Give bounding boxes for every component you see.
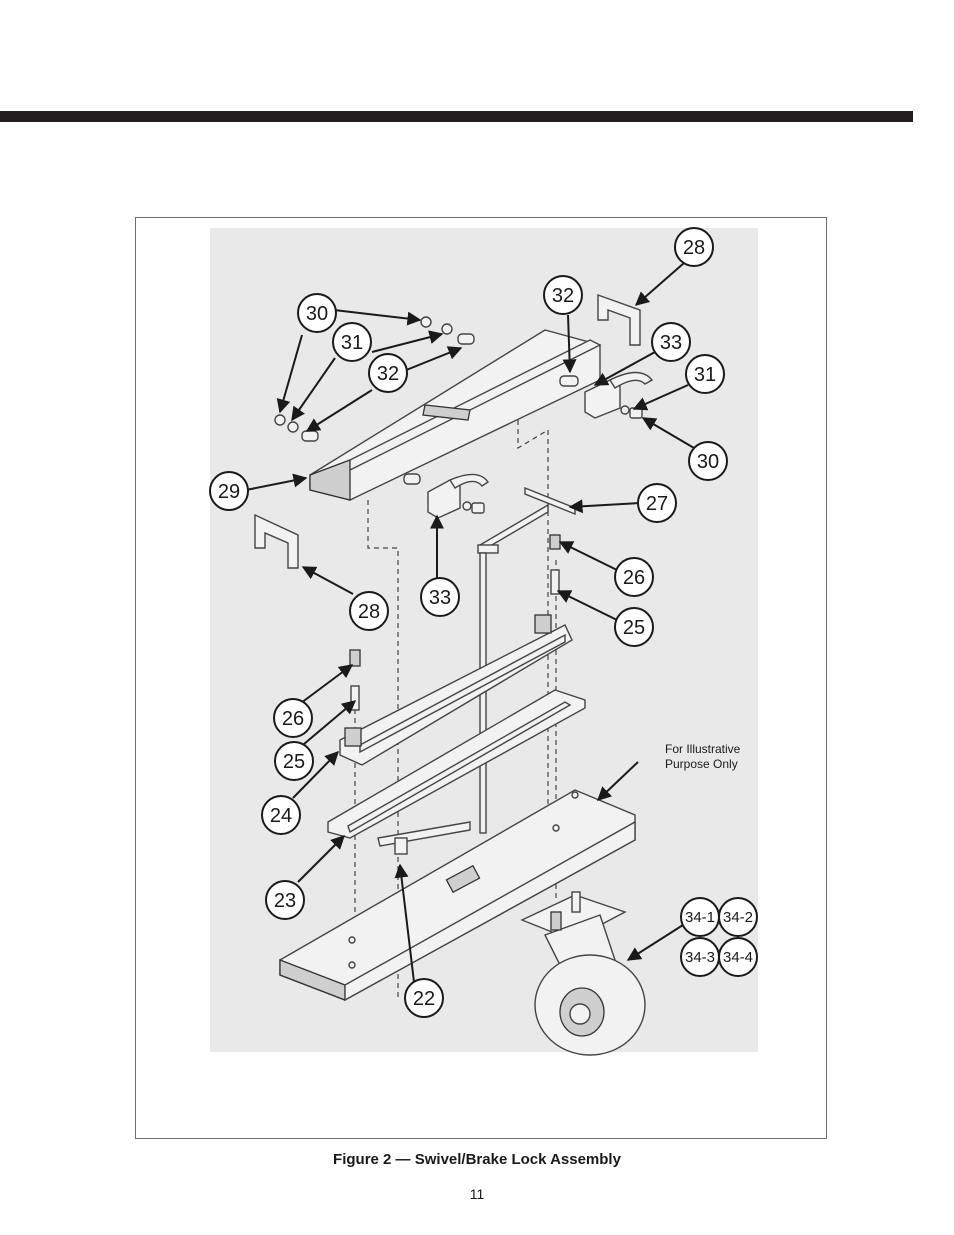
callout-33-left: 33 [420, 577, 460, 617]
callout-34-4: 34-4 [718, 937, 758, 977]
svg-text:30: 30 [697, 451, 719, 473]
lower-slide-rail [327, 689, 586, 839]
svg-text:28: 28 [358, 601, 380, 623]
callout-31-left: 31 [332, 322, 372, 362]
hardware-top-left [274, 316, 579, 485]
svg-text:26: 26 [282, 708, 304, 730]
callout-26-right: 26 [614, 557, 654, 597]
callout-27: 27 [637, 483, 677, 523]
svg-text:26: 26 [623, 567, 645, 589]
svg-text:22: 22 [413, 988, 435, 1010]
spring-pin-right [549, 534, 561, 595]
callout-34-1: 34-1 [680, 897, 720, 937]
callout-25-left: 25 [274, 741, 314, 781]
svg-text:25: 25 [283, 751, 305, 773]
svg-text:32: 32 [552, 285, 574, 307]
svg-text:33: 33 [429, 587, 451, 609]
callout-34-2: 34-2 [718, 897, 758, 937]
callout-34-3: 34-3 [680, 937, 720, 977]
bottom-pivot-bar [377, 821, 471, 855]
callout-29: 29 [209, 471, 249, 511]
svg-text:34-2: 34-2 [723, 909, 753, 926]
svg-text:25: 25 [623, 617, 645, 639]
note-line-2: Purpose Only [665, 757, 738, 771]
callout-23: 23 [265, 880, 305, 920]
header-rule [0, 111, 913, 122]
svg-text:31: 31 [694, 364, 716, 386]
svg-text:32: 32 [377, 363, 399, 385]
svg-text:33: 33 [660, 332, 682, 354]
svg-text:27: 27 [646, 493, 668, 515]
base-frame [279, 789, 636, 1002]
callout-33-right: 33 [651, 322, 691, 362]
svg-text:28: 28 [683, 237, 705, 259]
end-cap-bottom [254, 513, 299, 569]
note-line-1: For Illustrative [665, 742, 741, 756]
svg-text:31: 31 [341, 332, 363, 354]
brake-hook-left [427, 473, 489, 519]
callout-24: 24 [261, 795, 301, 835]
upper-slide-rail [339, 614, 573, 766]
caster-wheel [520, 891, 646, 1056]
figure-frame [135, 217, 827, 1139]
callout-28-top: 28 [674, 227, 714, 267]
figure-caption: Figure 2 — Swivel/Brake Lock Assembly [333, 1151, 621, 1168]
svg-text:23: 23 [274, 890, 296, 912]
callout-32-right: 32 [543, 275, 583, 315]
callout-31-right: 31 [685, 354, 725, 394]
svg-text:34-4: 34-4 [723, 949, 753, 966]
svg-text:34-3: 34-3 [685, 949, 715, 966]
callout-25-right: 25 [614, 607, 654, 647]
brake-hook-right [584, 371, 654, 419]
callout-26-left: 26 [273, 698, 313, 738]
callout-22: 22 [404, 978, 444, 1018]
end-cap-top [597, 294, 641, 346]
callout-30-left: 30 [297, 293, 337, 333]
svg-text:29: 29 [218, 481, 240, 503]
svg-text:34-1: 34-1 [685, 909, 715, 926]
page-number: 11 [469, 1186, 485, 1202]
svg-text:24: 24 [270, 805, 292, 827]
callout-32-left: 32 [368, 353, 408, 393]
spring-pin-left [349, 649, 361, 711]
callout-28-bottom: 28 [349, 591, 389, 631]
top-channel-bracket [309, 329, 602, 501]
svg-text:30: 30 [306, 303, 328, 325]
callout-30-right: 30 [688, 441, 728, 481]
